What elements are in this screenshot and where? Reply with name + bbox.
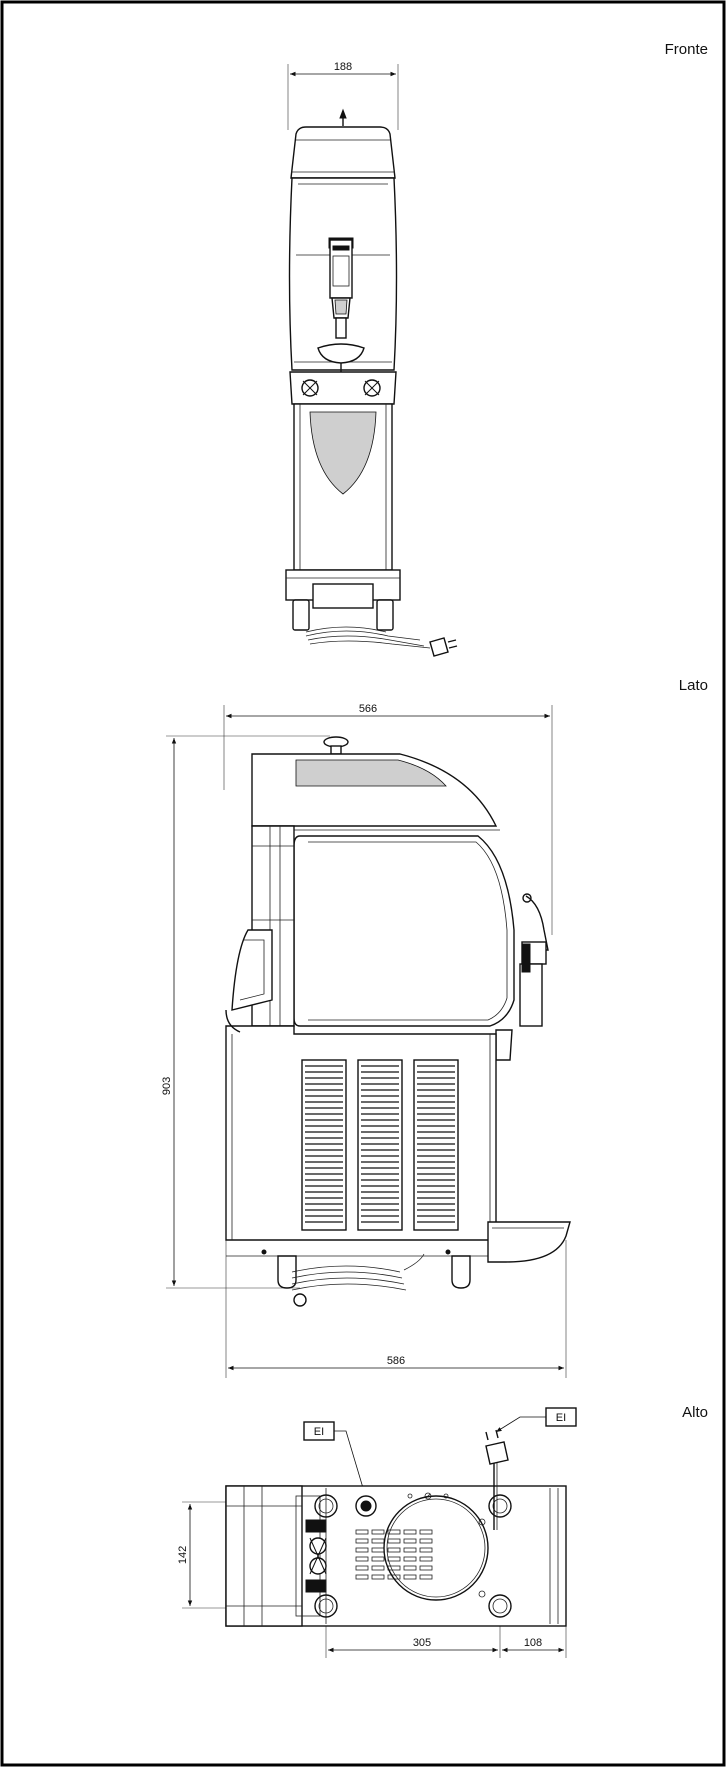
callout-left: EI xyxy=(303,1421,367,1499)
vent-slot xyxy=(371,1565,385,1571)
knob-right-icon xyxy=(363,379,381,397)
cable-entry-port xyxy=(355,1495,377,1517)
side-view: Lato 566 903 586 xyxy=(161,677,708,1378)
side-top-width-dimension: 566 xyxy=(223,703,553,935)
front-width-value: 188 xyxy=(334,61,352,73)
vent-slot xyxy=(355,1574,369,1580)
vent-slot xyxy=(403,1529,417,1535)
knob-left-icon xyxy=(301,379,319,397)
vent-slats xyxy=(305,1065,455,1223)
vent-slot xyxy=(419,1556,433,1562)
callout-left-label: EI xyxy=(314,1426,324,1438)
front-view: Fronte 188 xyxy=(285,41,708,657)
top-machine-outline xyxy=(225,1429,567,1627)
side-view-title: Lato xyxy=(679,677,708,694)
foot-rear-right xyxy=(488,1594,512,1618)
vent-slot xyxy=(371,1529,385,1535)
side-bottom-width-dimension: 586 xyxy=(225,1240,567,1378)
vent-panel-right xyxy=(413,1059,459,1231)
vent-slot xyxy=(355,1538,369,1544)
top-span-dimension: 305 108 xyxy=(325,1610,567,1658)
top-span-value: 305 xyxy=(413,1637,431,1649)
vent-slot xyxy=(419,1547,433,1553)
vent-slot xyxy=(419,1538,433,1544)
vent-panel-middle xyxy=(357,1059,403,1231)
vent-slot xyxy=(387,1538,401,1544)
vent-panel-left xyxy=(301,1059,347,1231)
foot-front-left xyxy=(314,1494,338,1518)
vent-slot xyxy=(371,1556,385,1562)
vent-slot xyxy=(355,1529,369,1535)
vent-slot xyxy=(355,1547,369,1553)
vent-slot xyxy=(371,1574,385,1580)
vent-slot xyxy=(419,1565,433,1571)
top-offset-value: 108 xyxy=(524,1637,542,1649)
front-view-title: Fronte xyxy=(665,41,708,58)
side-top-width-value: 566 xyxy=(359,703,377,715)
vent-slot xyxy=(403,1547,417,1553)
side-height-value: 903 xyxy=(161,1077,173,1095)
top-view-title: Alto xyxy=(682,1404,708,1421)
foot-front-right xyxy=(488,1494,512,1518)
vent-slot xyxy=(403,1565,417,1571)
vent-slot xyxy=(403,1574,417,1580)
vent-slot xyxy=(355,1565,369,1571)
top-depth-value: 142 xyxy=(177,1546,189,1564)
side-bottom-width-value: 586 xyxy=(387,1355,405,1367)
callout-right-label: EI xyxy=(556,1412,566,1424)
front-width-dimension: 188 xyxy=(287,61,399,130)
side-height-dimension: 903 xyxy=(161,735,330,1289)
vent-slot xyxy=(387,1547,401,1553)
foot-rear-left xyxy=(314,1594,338,1618)
front-machine-outline xyxy=(285,108,458,657)
vent-slot xyxy=(419,1574,433,1580)
callout-right: EI xyxy=(495,1407,577,1433)
top-view: Alto EI EI 142 305 108 xyxy=(177,1404,708,1658)
vent-slot xyxy=(387,1529,401,1535)
vent-slot xyxy=(403,1556,417,1562)
vent-slot xyxy=(419,1529,433,1535)
side-machine-outline xyxy=(225,736,571,1307)
vent-slot xyxy=(355,1556,369,1562)
vent-slot xyxy=(403,1538,417,1544)
